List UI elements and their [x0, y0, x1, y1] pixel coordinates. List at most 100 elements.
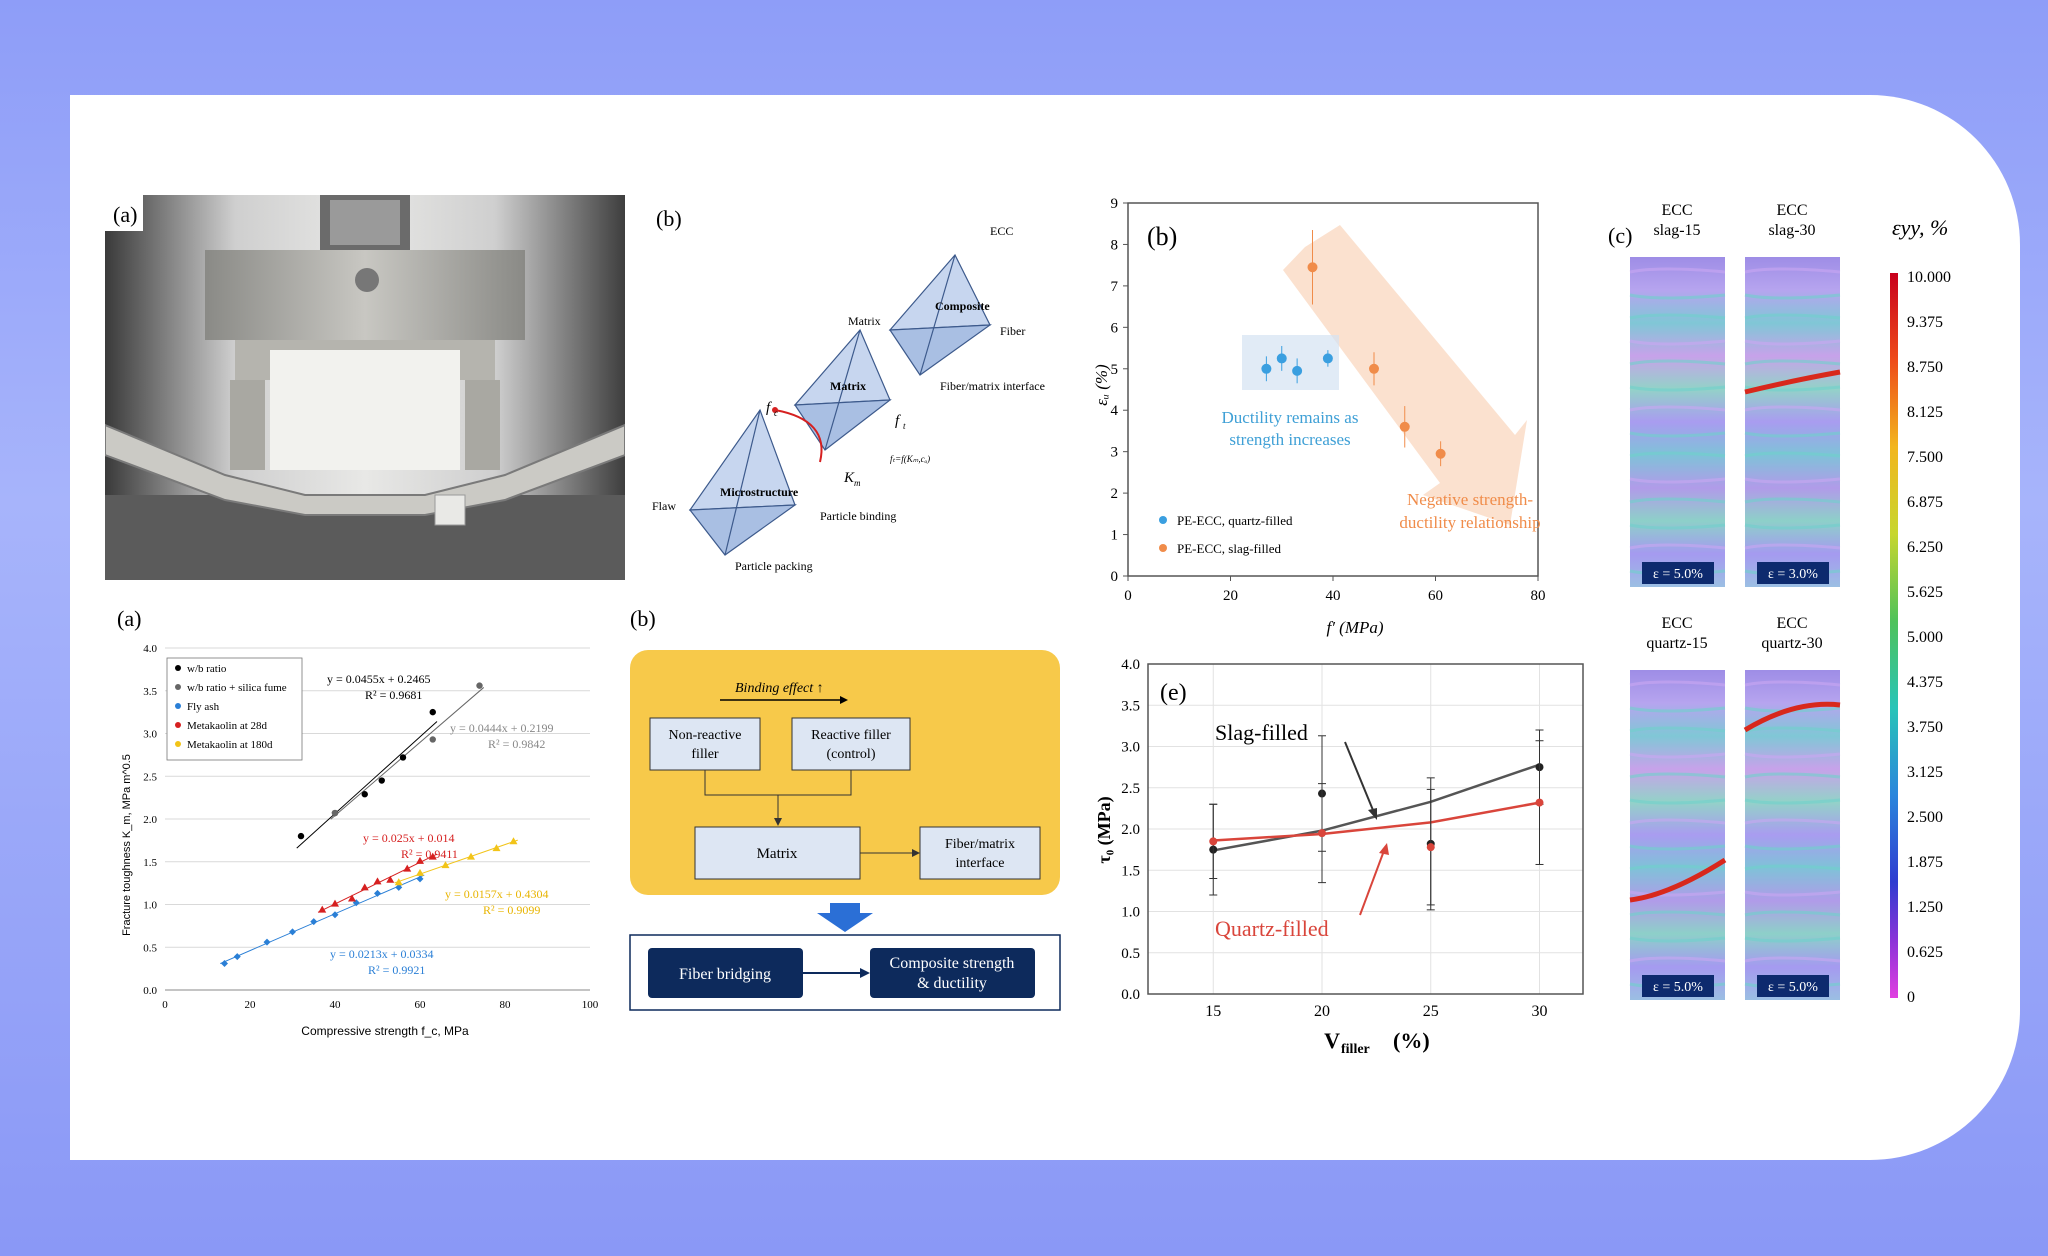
colorbar-tick: 4.375: [1907, 674, 1943, 691]
strain-band: [1744, 726, 1841, 733]
colorbar-tick: 0.625: [1907, 944, 1943, 961]
composite-line1: Composite strength: [890, 955, 1015, 972]
box-matrix: [694, 826, 861, 880]
strain-band: [1744, 680, 1841, 687]
node-particle-packing: Particle packing: [735, 559, 813, 573]
bridging-label: Fiber bridging: [679, 966, 771, 983]
strain-band: [1744, 313, 1841, 320]
y-tick-label: 1.5: [1121, 863, 1140, 879]
crack: [1744, 369, 1841, 395]
regression-equation: y = 0.0455x + 0.2465: [327, 672, 431, 686]
legend-entry: Metakaolin at 28d: [187, 720, 268, 732]
colorbar-title: εyy, %: [1892, 215, 1948, 240]
y-tick-label: 3.5: [1121, 698, 1140, 714]
y-tick-label: 4: [1111, 403, 1119, 419]
relationship-curve: [774, 409, 823, 463]
data-point: [416, 856, 424, 864]
strain-band: [1629, 818, 1726, 825]
y-tick-label: 6: [1111, 320, 1119, 336]
data-point: [1318, 829, 1326, 838]
legend-slag: PE-ECC, slag-filled: [1177, 541, 1281, 556]
strain-band: [1744, 451, 1841, 458]
data-point: [373, 877, 382, 885]
y-tick-label: 1.0: [1121, 905, 1140, 921]
map-title: ECC: [1661, 615, 1692, 632]
panel-label: (b): [1147, 222, 1177, 251]
data-point: [1261, 363, 1272, 374]
strain-tag-bg: [1642, 562, 1714, 584]
interface-line1: Fiber/matrix: [945, 837, 1015, 852]
box-bridging: [648, 948, 803, 998]
y-tick-label: 2.5: [143, 771, 157, 783]
regression-r2: R² = 0.9681: [365, 688, 422, 702]
regression-r2: R² = 0.9411: [401, 847, 458, 861]
strain-band: [1629, 431, 1726, 438]
panel-label: (e): [1160, 680, 1187, 706]
data-point: [331, 911, 339, 919]
x-tick-label: 40: [1326, 588, 1341, 604]
colorbar-tick: 6.875: [1907, 494, 1943, 511]
data-point: [476, 682, 483, 689]
x-tick-label: 20: [1223, 588, 1238, 604]
x-tick-label: 80: [1531, 588, 1546, 604]
strain-band: [1744, 339, 1841, 346]
panel-label: (b): [630, 606, 656, 631]
box-composite: [870, 948, 1035, 998]
node-composite: Composite: [935, 299, 990, 313]
data-point: [1209, 837, 1218, 846]
strain-band: [1629, 405, 1726, 412]
tetrahedron-microstructure: [688, 408, 798, 556]
y-tick-label: 3: [1111, 445, 1119, 461]
strain-band: [1744, 956, 1841, 963]
annotation2-line2: ductility relationship: [1399, 513, 1540, 532]
node-particle-binding: Particle binding: [820, 509, 896, 523]
data-point: [361, 791, 368, 798]
strain-tag: ε = 5.0%: [1653, 567, 1703, 582]
x-tick-label: 20: [1314, 1003, 1330, 1020]
y-tick-label: 8: [1111, 237, 1119, 253]
node-interface: Fiber/matrix interface: [940, 379, 1045, 393]
strain-band: [1744, 818, 1841, 825]
stable-region: [1242, 335, 1339, 390]
x-axis-label: f′ (MPa): [1326, 618, 1383, 637]
colorbar-tick: 1.250: [1907, 899, 1943, 916]
legend-entry: Fly ash: [187, 701, 220, 713]
x-tick-label: 20: [245, 999, 257, 1011]
legend-entry: Metakaolin at 180d: [187, 739, 273, 751]
node-flaw: Flaw: [652, 499, 676, 513]
y-tick-label: 2.0: [143, 814, 157, 826]
y-tick-label: 1.5: [143, 857, 157, 869]
colorbar-tick: 3.125: [1907, 764, 1943, 781]
composite-line2: & ductility: [917, 975, 987, 992]
regression-r2: R² = 0.9842: [488, 737, 545, 751]
symbol-fc-sub: c: [774, 408, 778, 418]
annotation2-line1: Negative strength-: [1407, 490, 1533, 509]
box-reactive: [791, 717, 911, 771]
data-point: [310, 918, 318, 926]
y-tick-label: 9: [1111, 196, 1119, 212]
box-nonreactive: [649, 717, 761, 771]
map-subtitle: slag-30: [1768, 222, 1815, 239]
legend-marker: [175, 703, 181, 709]
strain-band: [1744, 864, 1841, 871]
tetrahedron-composite: [888, 253, 993, 376]
map-subtitle: quartz-15: [1646, 635, 1707, 652]
colorbar-tick: 8.125: [1907, 404, 1943, 421]
strain-band: [1744, 910, 1841, 917]
strain-tag: ε = 5.0%: [1768, 980, 1818, 995]
data-point: [297, 832, 305, 840]
data-point: [399, 754, 407, 761]
strain-map: [1745, 670, 1840, 1000]
annotation-line1: Ductility remains as: [1222, 408, 1359, 427]
y-tick-label: 4.0: [1121, 657, 1140, 673]
regression-r2: R² = 0.9099: [483, 903, 540, 917]
strain-band: [1629, 726, 1726, 733]
loading-fixture: [205, 250, 525, 340]
data-point: [221, 959, 228, 967]
panel-label: (a): [117, 606, 141, 631]
x-tick-label: 100: [582, 999, 599, 1011]
strain-band: [1744, 752, 1841, 759]
